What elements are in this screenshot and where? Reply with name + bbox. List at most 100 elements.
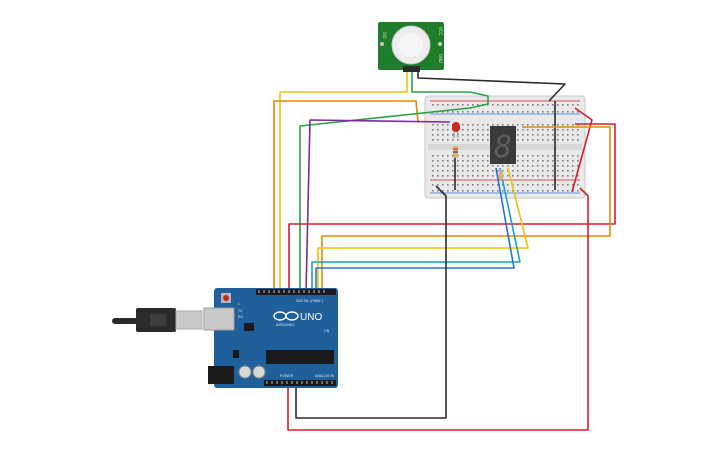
breadboard-hole	[577, 111, 579, 113]
seven-segment-display[interactable]: 8	[490, 126, 516, 165]
breadboard-hole	[527, 155, 529, 157]
pir-sensor[interactable]: SIG VCC GND	[378, 22, 444, 72]
breadboard-hole	[472, 155, 474, 157]
usb-cable[interactable]	[112, 308, 203, 332]
breadboard-hole	[537, 139, 539, 141]
breadboard-hole	[467, 134, 469, 136]
breadboard-hole	[562, 139, 564, 141]
breadboard-hole	[462, 139, 464, 141]
breadboard-hole	[527, 111, 529, 113]
breadboard-hole	[482, 190, 484, 192]
breadboard-hole	[542, 170, 544, 172]
breadboard-hole	[437, 170, 439, 172]
arduino-on-label: ON	[324, 329, 330, 333]
breadboard-hole	[562, 134, 564, 136]
pir-mount-hole-right	[438, 42, 442, 46]
arduino-uno[interactable]: UNO ARDUINO DIGITAL (PWM~) ANALOG IN POW…	[203, 288, 338, 388]
breadboard-hole	[532, 165, 534, 167]
breadboard-hole	[577, 175, 579, 177]
arduino-digital-label: DIGITAL (PWM~)	[296, 299, 323, 303]
breadboard-hole	[532, 111, 534, 113]
breadboard-hole	[432, 160, 434, 162]
breadboard-hole	[572, 111, 574, 113]
reset-button-cap	[223, 295, 229, 301]
wire-orange-breadboard[interactable]	[273, 100, 419, 292]
breadboard-hole	[437, 184, 439, 186]
breadboard-hole	[507, 104, 509, 106]
breadboard-hole	[492, 165, 494, 167]
breadboard-hole	[552, 170, 554, 172]
breadboard-hole	[522, 134, 524, 136]
header-pin	[291, 381, 293, 384]
breadboard-hole	[527, 175, 529, 177]
breadboard-hole	[432, 124, 434, 126]
wire-red-top[interactable]	[288, 123, 616, 292]
breadboard-hole	[487, 190, 489, 192]
breadboard-hole	[577, 104, 579, 106]
breadboard-hole	[557, 139, 559, 141]
wire-black-sensor-gnd[interactable]	[417, 72, 566, 102]
breadboard-hole	[487, 184, 489, 186]
breadboard-hole	[517, 165, 519, 167]
breadboard-hole	[442, 129, 444, 131]
breadboard-hole	[542, 139, 544, 141]
wire-yellow-display[interactable]	[317, 167, 529, 292]
breadboard-hole	[547, 165, 549, 167]
breadboard-hole	[477, 165, 479, 167]
resistor[interactable]	[453, 146, 458, 158]
arduino-l-label: L	[238, 302, 240, 306]
header-pin	[298, 290, 300, 293]
breadboard-hole	[532, 155, 534, 157]
resistor-display[interactable]	[499, 170, 503, 180]
breadboard-hole	[537, 165, 539, 167]
breadboard-hole	[507, 184, 509, 186]
wire-orange-right[interactable]	[321, 126, 611, 292]
breadboard-hole	[557, 190, 559, 192]
breadboard-hole	[562, 175, 564, 177]
breadboard-hole	[472, 184, 474, 186]
breadboard-hole	[572, 124, 574, 126]
breadboard-hole	[517, 155, 519, 157]
red-led[interactable]	[452, 122, 460, 138]
breadboard-hole	[512, 124, 514, 126]
breadboard-hole	[467, 175, 469, 177]
breadboard-hole	[482, 134, 484, 136]
breadboard-hole	[442, 190, 444, 192]
breadboard-hole	[552, 184, 554, 186]
breadboard-hole	[537, 175, 539, 177]
breadboard-hole	[482, 165, 484, 167]
breadboard-hole	[497, 165, 499, 167]
breadboard-hole	[467, 160, 469, 162]
breadboard-hole	[452, 134, 454, 136]
wire-yellow-sensor[interactable]	[279, 72, 408, 292]
breadboard-hole	[507, 175, 509, 177]
wire-green-sensor[interactable]	[299, 72, 489, 292]
wire-blue-display[interactable]	[315, 167, 515, 292]
wire-black-gnd-bottom[interactable]	[295, 185, 447, 419]
wire-red-bottom[interactable]	[287, 187, 589, 431]
breadboard-hole	[482, 184, 484, 186]
wires	[273, 72, 616, 431]
breadboard-hole	[522, 160, 524, 162]
breadboard-hole	[557, 165, 559, 167]
wire-red-rail-jumper[interactable]	[571, 107, 593, 193]
breadboard-hole	[527, 134, 529, 136]
breadboard-hole	[557, 104, 559, 106]
header-pin	[281, 381, 283, 384]
breadboard-hole	[532, 190, 534, 192]
breadboard-hole	[547, 129, 549, 131]
breadboard-hole	[482, 155, 484, 157]
header-pin	[278, 290, 280, 293]
arduino-logo-right	[285, 311, 299, 321]
breadboard-hole	[567, 184, 569, 186]
breadboard-hole	[437, 165, 439, 167]
breadboard-hole	[477, 170, 479, 172]
breadboard-hole	[477, 111, 479, 113]
breadboard-hole	[467, 139, 469, 141]
breadboard-hole	[447, 160, 449, 162]
breadboard-hole	[557, 155, 559, 157]
wire-cyan-display[interactable]	[311, 167, 521, 292]
header-pin	[306, 381, 308, 384]
breadboard-hole	[487, 170, 489, 172]
wire-purple[interactable]	[305, 119, 451, 293]
